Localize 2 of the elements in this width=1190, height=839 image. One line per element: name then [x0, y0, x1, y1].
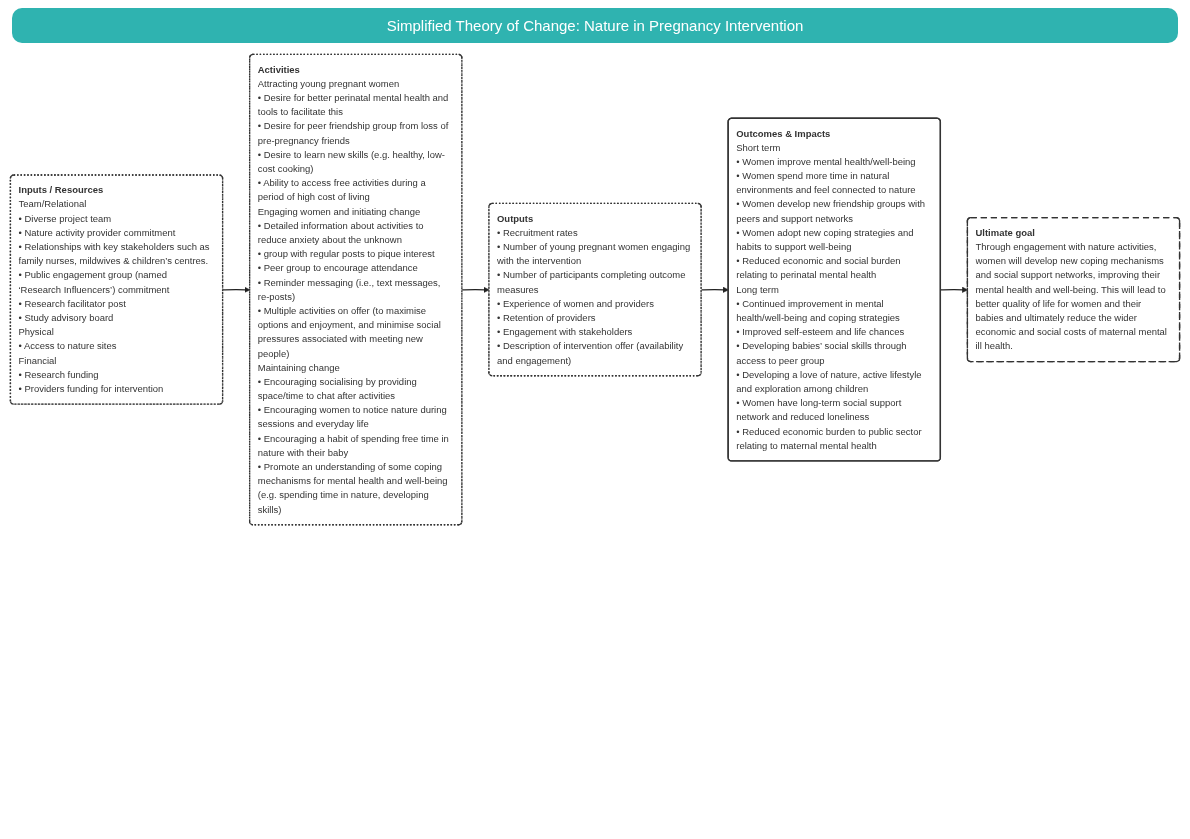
arrow — [940, 286, 968, 293]
title-banner: Simplified Theory of Change: Nature in Pregnancy Intervention — [12, 8, 1178, 43]
